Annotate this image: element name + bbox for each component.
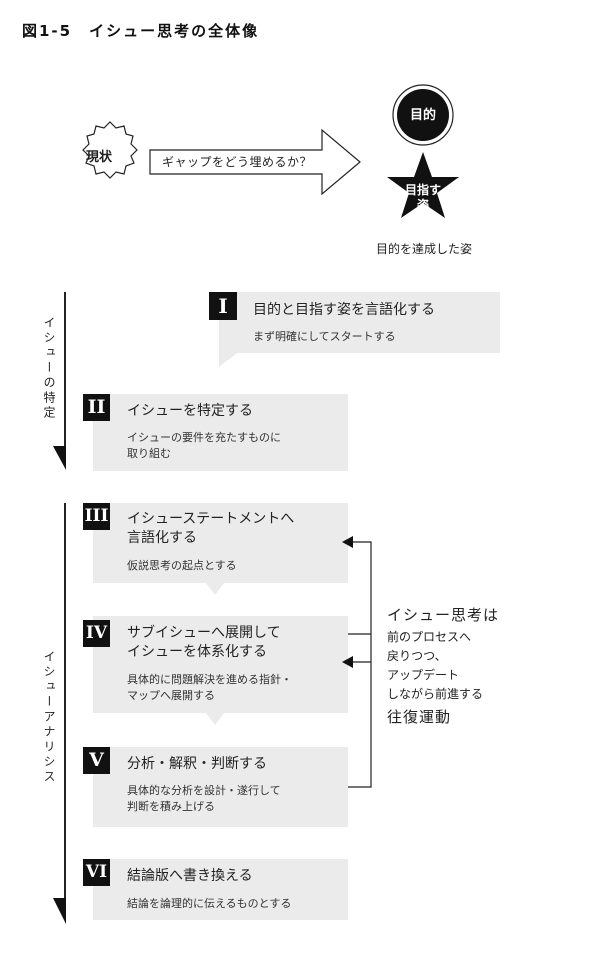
top-illustration [82, 84, 459, 218]
step-3-desc: 仮説思考の起点とする [127, 559, 237, 572]
loop-arrow-to-step-4 [342, 656, 353, 668]
loop-arrow-to-step-3 [342, 536, 353, 548]
step-6-number: VI [83, 859, 110, 886]
step-2-title: イシューを特定する [127, 403, 253, 419]
phase-label-analysis: イシューアナリシス [42, 650, 56, 785]
phase-arrowhead-analysis [53, 898, 66, 924]
step-3-title: イシューステートメントへ 言語化する [127, 511, 295, 546]
loop-note-footer: 往復運動 [387, 708, 452, 726]
current-state-burst [82, 121, 138, 179]
goal-label: 目的 [409, 108, 436, 123]
step-4-desc: 具体的に問題解決を進める指針・ マップへ展開する [127, 673, 292, 702]
step-2-number: II [83, 394, 110, 421]
step-6-box [93, 859, 348, 920]
phase-bar-identify [64, 292, 66, 450]
step-4: IV サブイシューへ展開して イシューを体系化する 具体的に問題解決を進める指針… [83, 616, 348, 732]
loop-note-line-1: 前のプロセスへ [387, 630, 472, 644]
loop-note-title: イシュー思考は [387, 606, 500, 624]
target-star [387, 152, 459, 218]
step-3-number: III [83, 503, 110, 530]
step-1: I 目的と目指す姿を言語化する まず明確にしてスタートする [209, 292, 500, 372]
step-6-desc: 結論を論理的に伝えるものとする [127, 897, 292, 910]
step-5: V 分析・解釈・判断する 具体的な分析を設計・遂行して 判断を積み上げる [83, 747, 348, 827]
step-3: III イシューステートメントへ 言語化する 仮説思考の起点とする [83, 503, 348, 603]
step-1-number: I [209, 292, 237, 320]
step-4-down-tail [206, 713, 224, 725]
step-5-title: 分析・解釈・判断する [127, 756, 267, 772]
step-5-number: V [83, 747, 110, 774]
figure-title: 図1-5 イシュー思考の全体像 [22, 22, 260, 40]
step-4-title: サブイシューへ展開して イシューを体系化する [127, 625, 281, 660]
step-6: VI 結論版へ書き換える 結論を論理的に伝えるものとする [83, 859, 348, 920]
step-4-number: IV [83, 620, 110, 647]
step-6-title: 結論版へ書き換える [127, 868, 253, 884]
target-label: 目指す 姿 [404, 183, 441, 212]
phase-label-identify: イシューの特定 [42, 316, 56, 421]
step-1-tail [219, 353, 237, 367]
loop-note-line-2: 戻りつつ、 [387, 649, 447, 663]
feedback-loop-connector [342, 536, 372, 788]
loop-note-line-4: しながら前進する [387, 687, 484, 701]
step-2-box [93, 394, 348, 471]
phase-bar-analysis [64, 503, 66, 903]
step-5-box [93, 747, 348, 827]
gap-arrow [149, 128, 361, 196]
step-1-desc: まず明確にしてスタートする [253, 330, 396, 343]
step-5-desc: 具体的な分析を設計・遂行して 判断を積み上げる [127, 784, 281, 813]
step-1-box [219, 292, 500, 353]
achieved-state-label: 目的を達成した姿 [375, 242, 472, 256]
goal-circle-inner [397, 89, 449, 141]
current-state-label: 現状 [85, 150, 112, 165]
phase-arrowhead-identify [53, 446, 66, 470]
step-2: II イシューを特定する イシューの要件を充たすものに 取り組む [83, 394, 348, 471]
step-2-desc: イシューの要件を充たすものに 取り組む [127, 431, 281, 460]
step-3-down-tail [206, 583, 224, 595]
loop-note-line-3: アップデート [387, 668, 460, 682]
step-3-box [93, 503, 348, 583]
step-4-box [93, 616, 348, 713]
step-1-title: 目的と目指す姿を言語化する [253, 302, 435, 318]
gap-label: ギャップをどう埋めるか？ [162, 155, 313, 169]
